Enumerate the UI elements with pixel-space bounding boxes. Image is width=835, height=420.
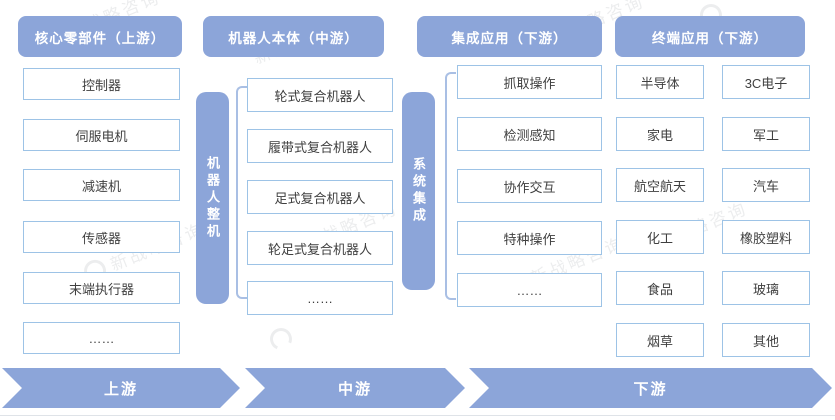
flow-arrow-midstream: 中游: [245, 368, 465, 408]
terminal-app-box: 其他: [722, 323, 810, 357]
terminal-app-box: 航空航天: [616, 168, 704, 202]
core-component-box: 伺服电机: [23, 119, 180, 151]
terminal-app-box: 汽车: [722, 168, 810, 202]
robot-machine-bar: 机器人整机: [196, 92, 229, 304]
robot-type-box: 足式复合机器人: [247, 180, 393, 214]
system-integration-bar: 系统集成: [402, 92, 435, 290]
core-component-box: 减速机: [23, 169, 180, 201]
terminal-app-box: 3C电子: [722, 65, 810, 99]
watermark: [266, 324, 296, 354]
header-core-components: 核心零部件（上游）: [18, 16, 182, 57]
integration-app-box: 抓取操作: [457, 65, 602, 99]
core-component-box: 末端执行器: [23, 272, 180, 304]
robot-types-bracket: [236, 86, 247, 299]
terminal-app-box: 橡胶塑料: [722, 220, 810, 254]
integration-app-box: 检测感知: [457, 117, 602, 151]
terminal-app-box: 化工: [616, 220, 704, 254]
terminal-app-box: 食品: [616, 271, 704, 305]
core-component-box: 传感器: [23, 221, 180, 253]
header-terminal-applications: 终端应用（下游）: [615, 16, 805, 57]
flow-arrow-upstream: 上游: [2, 368, 240, 408]
core-component-box: 控制器: [23, 68, 180, 100]
integration-apps-bracket: [445, 72, 456, 300]
terminal-app-box: 家电: [616, 117, 704, 151]
robot-type-box: ……: [247, 281, 393, 315]
terminal-app-box: 半导体: [616, 65, 704, 99]
bottom-divider: [0, 415, 835, 416]
flow-arrow-downstream: 下游: [469, 368, 832, 408]
header-integrated-applications: 集成应用（下游）: [417, 16, 602, 57]
terminal-app-box: 烟草: [616, 323, 704, 357]
terminal-app-box: 军工: [722, 117, 810, 151]
robot-type-box: 轮足式复合机器人: [247, 231, 393, 265]
header-robot-body: 机器人本体（中游）: [203, 16, 384, 57]
integration-app-box: ……: [457, 273, 602, 307]
integration-app-box: 特种操作: [457, 221, 602, 255]
core-component-box: ……: [23, 322, 180, 354]
robot-type-box: 履带式复合机器人: [247, 129, 393, 163]
terminal-app-box: 玻璃: [722, 271, 810, 305]
integration-app-box: 协作交互: [457, 169, 602, 203]
watermark-swirl-icon: [266, 324, 296, 354]
robot-type-box: 轮式复合机器人: [247, 78, 393, 112]
